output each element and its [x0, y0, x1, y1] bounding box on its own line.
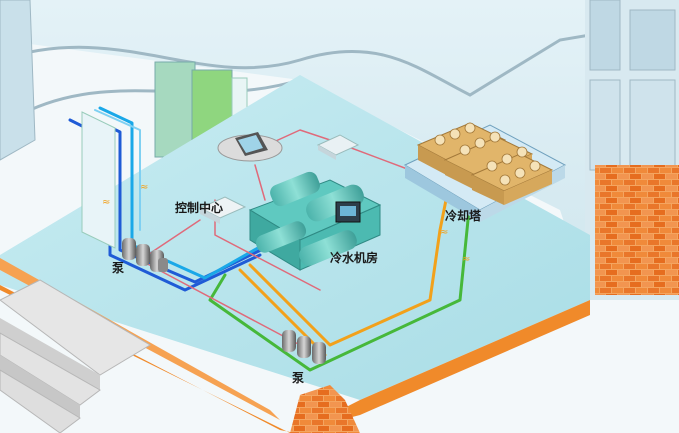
pump-group-bottom-icon [282, 330, 326, 364]
stairs [0, 279, 151, 433]
label-pump-bottom: 泵 [292, 371, 304, 385]
cooling-tower-icon [403, 122, 567, 222]
label-chiller-room: 冷水机房 [330, 250, 378, 265]
brick-pile [290, 385, 360, 433]
wall-duct-panel [81, 111, 116, 249]
label-control-center: 控制中心 [175, 200, 223, 215]
svg-text:≈: ≈ [462, 254, 470, 265]
network-box-icon [316, 134, 360, 160]
label-cooling-tower: 冷却塔 [445, 208, 482, 223]
chiller-unit-icon [248, 171, 382, 271]
control-terminal-icon [217, 132, 283, 162]
label-pump-left: 泵 [112, 261, 124, 275]
control-center-box-icon [198, 196, 247, 224]
svg-text:≈: ≈ [440, 227, 448, 238]
svg-text:≈: ≈ [102, 197, 110, 208]
pump-group-left-icon [122, 238, 168, 272]
left-pillar [0, 0, 36, 161]
flow-arrow-icons: ≈ ≈ ≈ ≈ [102, 182, 470, 265]
svg-text:≈: ≈ [140, 182, 148, 193]
right-building [585, 0, 679, 300]
